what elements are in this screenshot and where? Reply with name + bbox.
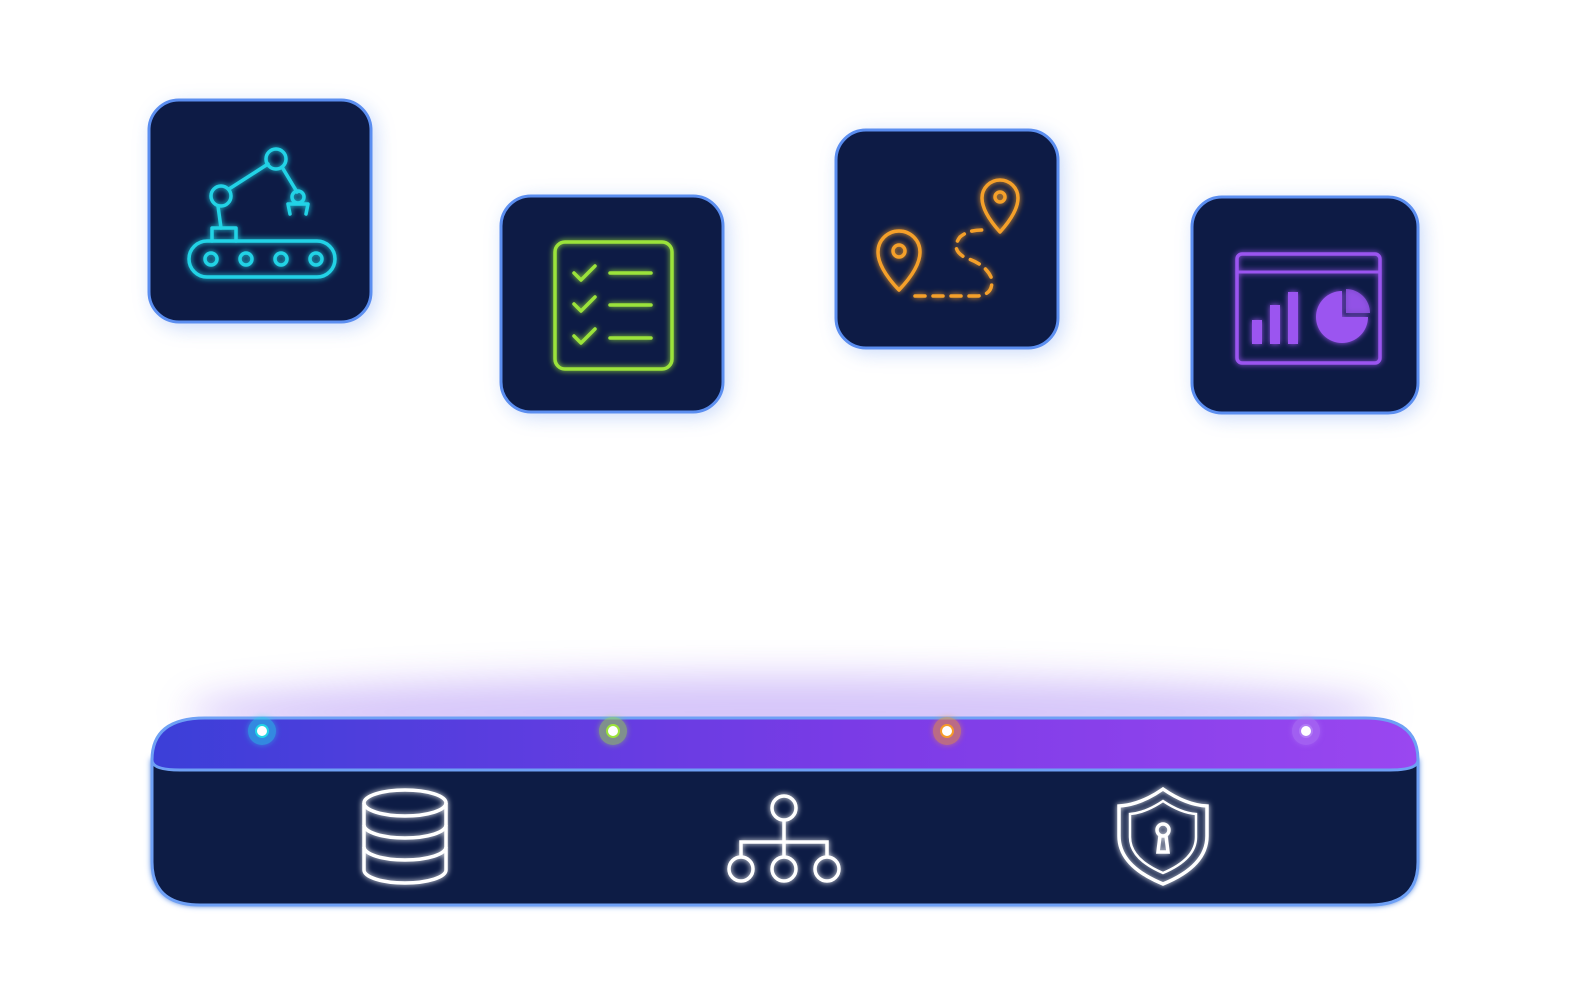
security-shield-lock-icon	[1117, 786, 1209, 886]
connection-dot-analytics	[1292, 717, 1320, 745]
connection-dot-logistics	[933, 717, 961, 745]
connection-dots	[248, 717, 1320, 745]
module-tile-quality	[499, 194, 727, 416]
route-map-pins-icon	[876, 178, 1020, 298]
checklist-icon	[553, 240, 674, 371]
connection-dot-manufacturing	[248, 717, 276, 745]
platform-base	[150, 716, 1420, 907]
database-icon	[362, 788, 448, 885]
connector-lines	[260, 322, 1308, 731]
platform-top-surface	[150, 716, 1420, 772]
dashboard-chart-icon	[1235, 252, 1382, 365]
module-tile-manufacturing	[147, 98, 375, 327]
module-tile-analytics	[1190, 195, 1422, 417]
robotic-arm-conveyor-icon	[187, 147, 337, 279]
connection-dot-quality	[599, 717, 627, 745]
network-hierarchy-icon	[727, 794, 841, 883]
module-tile-logistics	[834, 128, 1062, 352]
